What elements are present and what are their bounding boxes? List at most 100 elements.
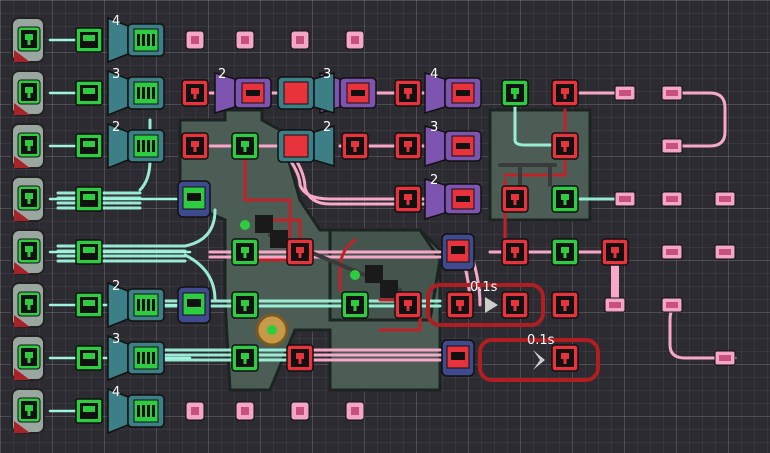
signal-lamp-icon[interactable] xyxy=(661,191,683,207)
ribbon-bar xyxy=(142,87,145,99)
automation-port-icon[interactable] xyxy=(394,79,422,107)
automation-port-icon[interactable] xyxy=(341,291,369,319)
ribbon-port-icon[interactable] xyxy=(177,180,211,218)
automation-port-icon[interactable] xyxy=(231,344,259,372)
ribbon-wire xyxy=(158,348,292,362)
filter-gate-icon[interactable] xyxy=(214,71,272,115)
automation-port-icon[interactable] xyxy=(286,344,314,372)
automation-port-icon[interactable] xyxy=(394,291,422,319)
automation-port-icon[interactable] xyxy=(551,344,579,372)
timer-frame xyxy=(426,283,545,327)
automation-port-icon[interactable] xyxy=(551,185,579,213)
automation-port-icon[interactable] xyxy=(501,291,529,319)
ribbon-port-icon[interactable] xyxy=(75,239,103,265)
signal-lamp-icon[interactable] xyxy=(714,244,736,260)
sensor-icon[interactable] xyxy=(11,17,45,63)
ribbon-wire xyxy=(183,208,217,248)
signal-lamp-icon[interactable] xyxy=(714,350,736,366)
automation-port-icon[interactable] xyxy=(501,185,529,213)
automation-port-icon[interactable] xyxy=(501,79,529,107)
signal-lamp-icon[interactable] xyxy=(614,85,636,101)
signal-lamp-icon xyxy=(345,401,365,421)
port-glyph xyxy=(241,300,249,306)
port-glyph xyxy=(25,34,33,40)
ribbon-glyph xyxy=(83,194,95,200)
buffer-gate-icon[interactable] xyxy=(277,71,335,115)
signal-lamp-icon[interactable] xyxy=(714,191,736,207)
ribbon-port-icon[interactable] xyxy=(441,233,475,271)
sensor-icon[interactable] xyxy=(11,335,45,381)
sensor-icon[interactable] xyxy=(11,123,45,169)
ribbon-glyph xyxy=(83,88,95,94)
ribbon-bar xyxy=(137,299,140,311)
buffer-gate-icon[interactable] xyxy=(107,387,165,435)
automation-port-icon[interactable] xyxy=(551,79,579,107)
ribbon-bar xyxy=(142,352,145,364)
sensor-icon[interactable] xyxy=(11,388,45,434)
buffer-gate-icon[interactable] xyxy=(107,122,165,170)
automation-port-icon[interactable] xyxy=(551,238,579,266)
automation-port-icon[interactable] xyxy=(551,132,579,160)
filter-gate-icon[interactable] xyxy=(424,124,482,168)
signal-lamp-icon[interactable] xyxy=(661,138,683,154)
ribbon-bar xyxy=(147,87,150,99)
filter-gate-icon[interactable] xyxy=(424,177,482,221)
ribbon-wire xyxy=(288,348,442,362)
gate-glyph xyxy=(351,90,365,96)
ribbon-port-icon[interactable] xyxy=(75,133,103,159)
signal-lamp-icon[interactable] xyxy=(604,297,626,313)
signal-lamp-icon xyxy=(345,30,365,50)
buffer-gate-icon[interactable] xyxy=(107,281,165,329)
signal-lamp-icon[interactable] xyxy=(661,85,683,101)
automation-port-icon[interactable] xyxy=(231,238,259,266)
automation-port-icon[interactable] xyxy=(286,238,314,266)
ribbon-port-icon[interactable] xyxy=(75,292,103,318)
ribbon-wire xyxy=(288,158,442,201)
buffer-gate-icon[interactable] xyxy=(107,69,165,117)
signal-lamp-icon[interactable] xyxy=(661,297,683,313)
automation-port-icon[interactable] xyxy=(601,238,629,266)
signal-lamp-icon[interactable] xyxy=(661,244,683,260)
automation-port-icon[interactable] xyxy=(501,238,529,266)
signal-lamp-icon[interactable] xyxy=(614,191,636,207)
signal-lamps xyxy=(185,30,736,421)
sensor-icon[interactable] xyxy=(11,176,45,222)
ribbon-glyph xyxy=(83,300,95,306)
buffer-gate-icon[interactable] xyxy=(107,16,165,64)
automation-port-icon[interactable] xyxy=(394,132,422,160)
lamp-core xyxy=(296,36,304,44)
automation-port-icon[interactable] xyxy=(181,132,209,160)
lamp-core xyxy=(191,36,199,44)
ribbon-port-icon[interactable] xyxy=(441,339,475,377)
timer-frames xyxy=(426,283,600,382)
gas-source[interactable] xyxy=(240,215,398,347)
buffer-label: 4 xyxy=(112,385,120,400)
ribbon-wire xyxy=(56,244,187,263)
ribbon-port-icon[interactable] xyxy=(177,286,211,324)
buffer-gate-icon[interactable] xyxy=(107,334,165,382)
automation-port-icon[interactable] xyxy=(181,79,209,107)
automation-port-icon[interactable] xyxy=(341,132,369,160)
automation-port-icon[interactable] xyxy=(394,185,422,213)
sensor-icon[interactable] xyxy=(11,282,45,328)
ribbon-port-icon[interactable] xyxy=(75,345,103,371)
port-glyph xyxy=(561,353,569,359)
buffer-label: 3 xyxy=(430,120,438,135)
sensor-icon[interactable] xyxy=(11,70,45,116)
lamp-core xyxy=(241,407,249,415)
filter-gate-icon xyxy=(485,297,498,313)
automation-port-icon[interactable] xyxy=(231,291,259,319)
ribbon-port-icon[interactable] xyxy=(75,398,103,424)
filter-gate-icon[interactable] xyxy=(424,71,482,115)
buffer-body xyxy=(313,124,335,168)
automation-port-icon[interactable] xyxy=(231,132,259,160)
sensor-icon[interactable] xyxy=(11,229,45,275)
automation-port-icon[interactable] xyxy=(446,291,474,319)
ribbon-port-icon[interactable] xyxy=(75,186,103,212)
buffer-gate-icon[interactable] xyxy=(277,124,335,168)
port-glyph xyxy=(243,359,247,364)
ribbon-port-icon[interactable] xyxy=(75,80,103,106)
automation-port-icon[interactable] xyxy=(551,291,579,319)
ribbon-port-icon[interactable] xyxy=(75,27,103,53)
